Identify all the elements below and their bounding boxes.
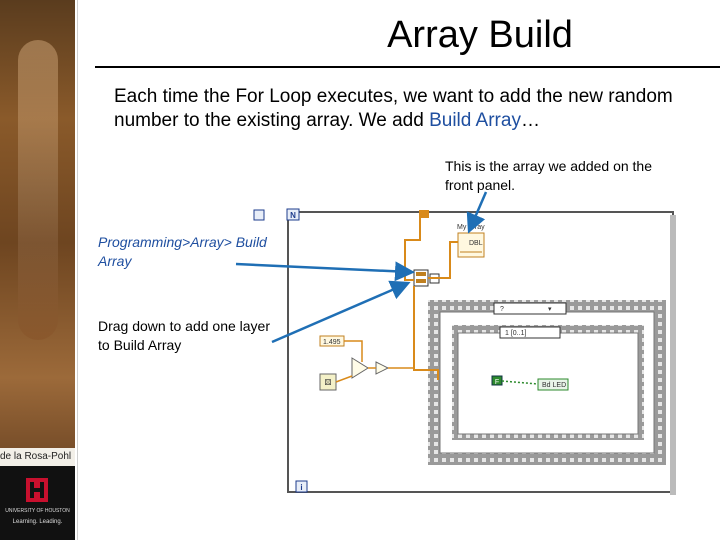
- loop-count-terminal[interactable]: [286, 208, 300, 221]
- arrow-drag-down: [271, 280, 411, 344]
- case-selector[interactable]: [493, 302, 567, 315]
- build-array-highlight: Build Array: [429, 110, 521, 131]
- constant-wire: [344, 340, 363, 362]
- dice-icon: ⚄: [325, 378, 332, 387]
- for-loop-shadow: [670, 215, 676, 495]
- photo-highlight: [18, 40, 58, 340]
- body-paragraph: Each time the For Loop executes, we want…: [114, 85, 674, 133]
- note-drag-build-array: Drag down to add one layer to Build Arra…: [98, 318, 270, 353]
- logo-tagline: Learning. Leading.: [12, 519, 63, 525]
- loop-top-tunnel[interactable]: [419, 210, 429, 218]
- inner-case-value: 1 [0..1]: [505, 330, 526, 337]
- build-array-input-bottom: [416, 279, 426, 283]
- bool-constant[interactable]: [491, 375, 503, 386]
- build-array-input-top: [416, 272, 426, 276]
- array-indicator-type: DBL: [469, 240, 483, 247]
- build-array-to-indicator-wire: [428, 241, 458, 279]
- slide-title: Array Build: [387, 14, 573, 56]
- numeric-constant-value: 1.495: [323, 339, 341, 346]
- array-indicator[interactable]: [457, 232, 485, 258]
- note-programming-path: Programming>Array> Build Array: [98, 234, 267, 269]
- logo-university-text: UNIVERSITY OF HOUSTON: [5, 508, 70, 514]
- body-text: Each time the For Loop executes, we want…: [114, 86, 673, 131]
- loop-count-label: N: [290, 211, 296, 220]
- divider-line: [77, 0, 78, 540]
- arrow-to-indicator: [466, 191, 488, 234]
- loop-count-wire-terminal[interactable]: [253, 209, 265, 221]
- university-logo: UNIVERSITY OF HOUSTON Learning. Leading.: [0, 466, 75, 540]
- title-rule: [95, 66, 720, 68]
- decorative-photo-strip: de la Rosa-Pohl UNIVERSITY OF HOUSTON Le…: [0, 0, 75, 540]
- led-indicator[interactable]: [537, 378, 569, 391]
- arrow-to-build-array: [235, 261, 415, 282]
- loop-iteration-terminal[interactable]: [295, 480, 308, 493]
- author-name: de la Rosa-Pohl: [0, 448, 75, 466]
- loop-iteration-label: i: [300, 483, 302, 492]
- case-selector-label: ?: [500, 306, 504, 313]
- note-front-panel: This is the array we added on the front …: [445, 158, 653, 193]
- led-indicator-label: Bd LED: [542, 382, 566, 389]
- multiply-node[interactable]: [351, 357, 369, 379]
- uh-logo-icon: [26, 478, 48, 502]
- random-number-wire: [413, 286, 439, 380]
- case-selector-arrow-icon: ▾: [548, 306, 552, 313]
- bool-constant-label: F: [495, 379, 499, 386]
- random-wire: [335, 375, 353, 383]
- body-ellipsis: …: [520, 110, 540, 131]
- inner-case-selector[interactable]: [499, 326, 561, 339]
